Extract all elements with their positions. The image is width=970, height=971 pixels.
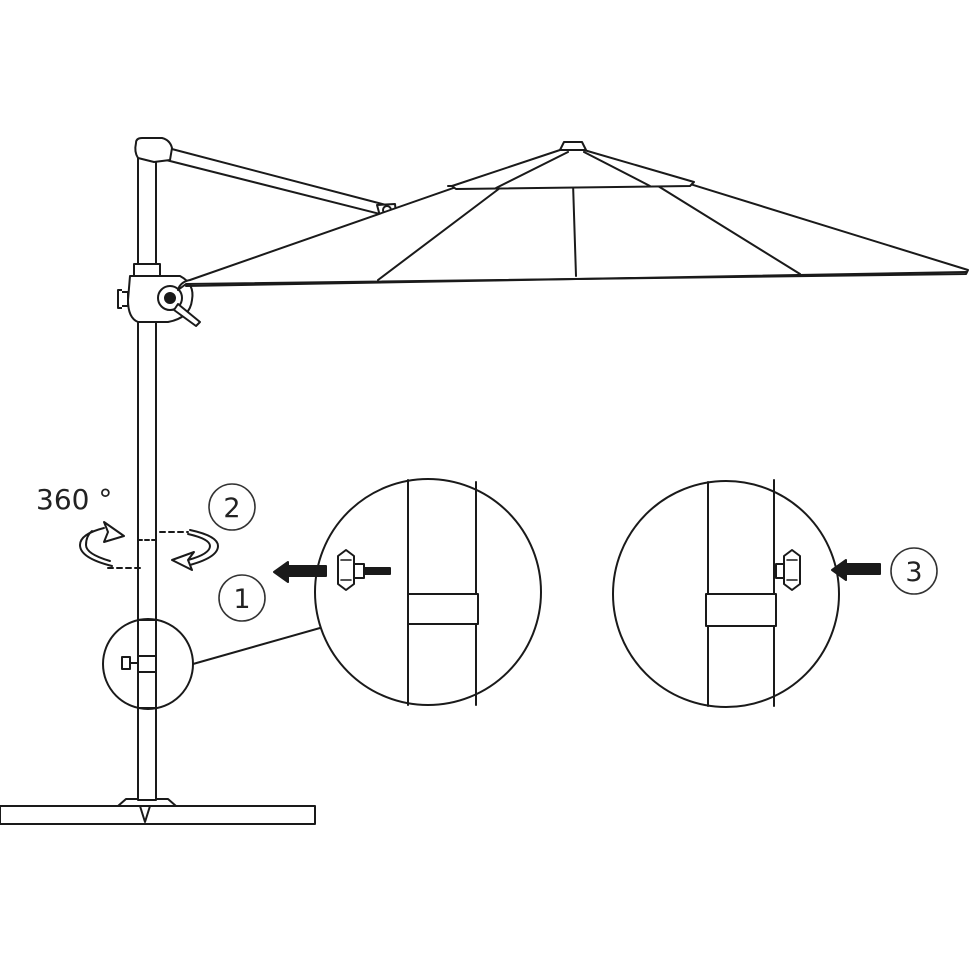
detail-insert-knob xyxy=(612,479,881,708)
step-3-marker: 3 xyxy=(890,547,938,595)
step-1-marker: 1 xyxy=(218,574,266,622)
canopy-vent xyxy=(451,141,695,190)
top-bracket xyxy=(134,137,173,163)
svg-text:1: 1 xyxy=(233,584,250,615)
step-2-marker: 2 xyxy=(208,483,256,531)
rotation-arrow-icon xyxy=(79,521,219,571)
svg-text:3: 3 xyxy=(905,557,922,588)
umbrella-base xyxy=(0,798,316,825)
svg-text:2: 2 xyxy=(223,493,240,524)
detail-remove-knob xyxy=(273,478,542,706)
rotation-label: 360 ° xyxy=(36,483,112,516)
support-arm xyxy=(165,147,397,217)
pole-detail-marker xyxy=(102,618,321,710)
tilt-joint xyxy=(117,263,201,327)
